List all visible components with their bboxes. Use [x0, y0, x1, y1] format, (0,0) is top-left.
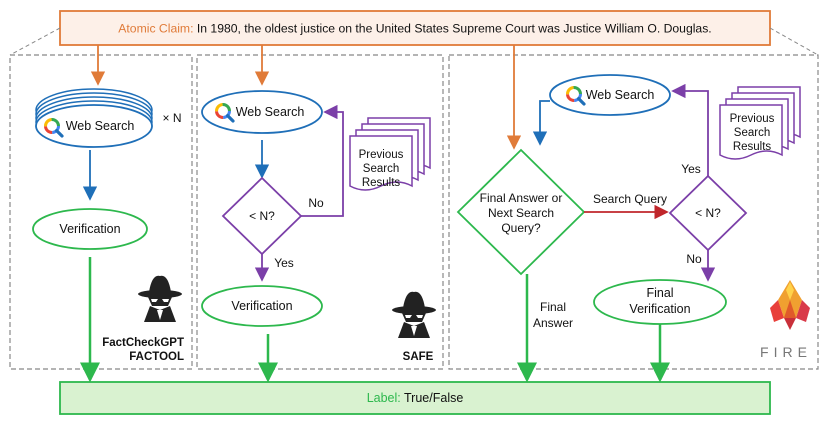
fire-final-answer-1: Final: [540, 300, 566, 314]
fire-previous-3: Results: [733, 141, 772, 153]
factool-name-1: FactCheckGPT: [102, 337, 184, 349]
spy-icon: [392, 291, 436, 338]
safe-previous-1: Previous: [359, 149, 404, 161]
fire-decision-1: Final Answer or: [480, 191, 563, 205]
factool-times-n: × N: [162, 111, 181, 125]
fire-final-verification-1: Final: [646, 286, 673, 300]
fire-final-answer-2: Answer: [533, 316, 573, 330]
safe-verification-node: [201, 285, 323, 327]
output-label-text: Label: True/False: [367, 391, 464, 405]
spy-icon: [138, 275, 182, 322]
fire-previous-2: Search: [734, 127, 770, 139]
panel-factool: [9, 54, 193, 370]
factool-verification-label: Verification: [59, 222, 120, 236]
safe-web-search-label: Web Search: [236, 105, 305, 119]
fire-no-label: No: [686, 252, 702, 266]
safe-previous-2: Search: [363, 163, 399, 175]
fire-check-label: < N?: [695, 206, 721, 220]
output-label-box: [59, 381, 771, 415]
fire-previous-1: Previous: [730, 113, 775, 125]
web-search-stack: [35, 88, 153, 148]
fire-web-search-label: Web Search: [586, 88, 655, 102]
fire-search-to-decision-arrow: [532, 100, 550, 146]
factool-name-2: FACTOOL: [129, 351, 184, 363]
fire-logo-icon: [770, 280, 810, 330]
fire-yes-label: Yes: [681, 162, 701, 176]
factool-verification-node: [32, 208, 148, 250]
safe-decision-label: < N?: [249, 209, 275, 223]
safe-previous-3: Results: [362, 177, 401, 189]
factool-web-search-label: Web Search: [66, 119, 135, 133]
fire-name: FIRE: [760, 344, 812, 360]
panel-safe: [196, 54, 444, 370]
fire-final-verification-2: Verification: [629, 302, 690, 316]
fire-yes-loop-arrow: [671, 83, 709, 176]
safe-verification-label: Verification: [231, 299, 292, 313]
safe-no-loop-arrow: [301, 104, 344, 217]
fire-search-query-label: Search Query: [593, 192, 667, 206]
claim-dashed-connectors: [9, 27, 819, 56]
fire-decision-node: [456, 148, 586, 276]
panel-fire: [448, 54, 819, 370]
safe-web-search-node: [201, 90, 323, 134]
fire-web-search-node: [549, 74, 671, 116]
fire-decision-2: Next Search: [488, 206, 554, 220]
fire-decision-3: Query?: [501, 221, 541, 235]
claim-text: Atomic Claim: In 1980, the oldest justic…: [118, 22, 711, 36]
safe-no-label: No: [308, 196, 324, 210]
safe-name: SAFE: [403, 351, 434, 363]
safe-yes-label: Yes: [274, 256, 294, 270]
